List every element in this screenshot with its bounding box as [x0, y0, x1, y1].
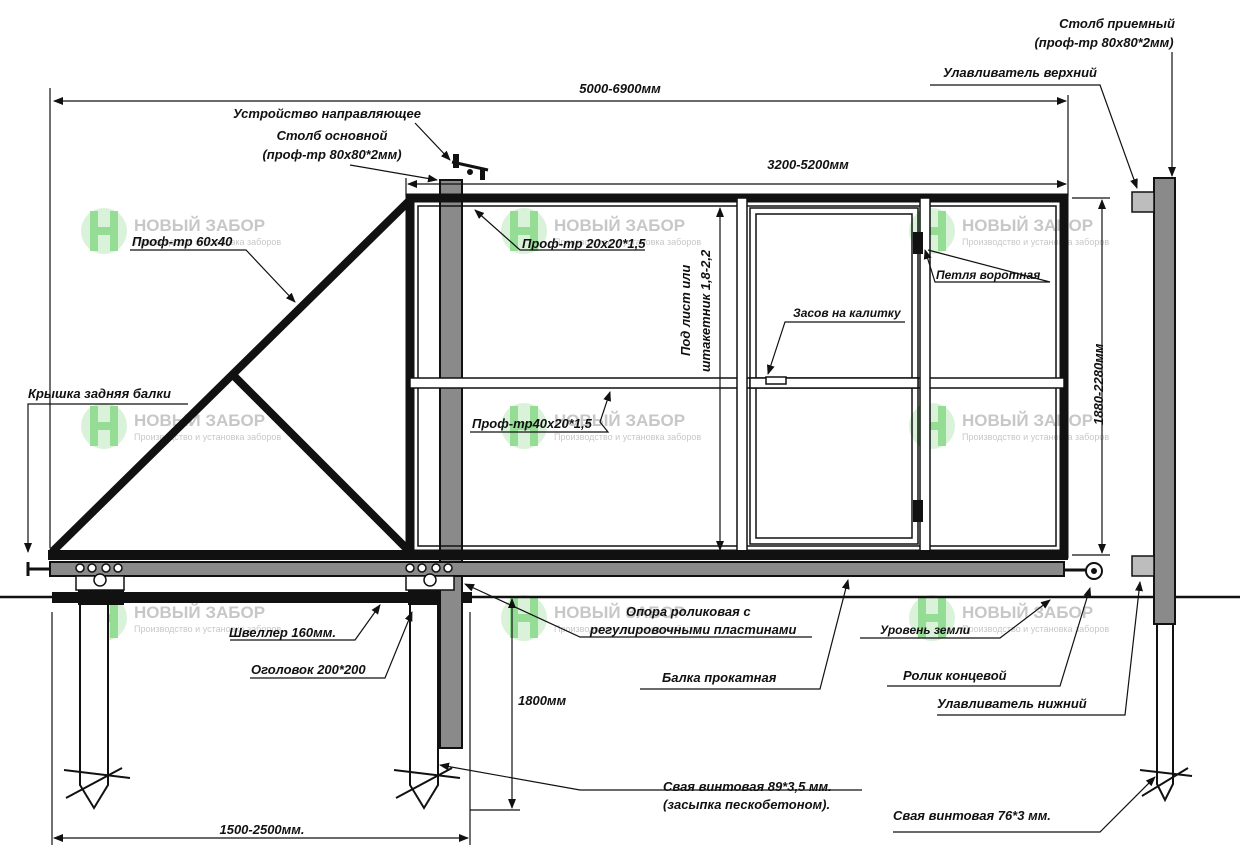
pile-right [1139, 623, 1193, 803]
label-gate-height: 1880-2280мм [1091, 343, 1106, 425]
label-pile-receiving: Свая винтовая 76*3 мм. [893, 808, 1051, 823]
label-roller-support: Опора роликовая с [626, 604, 751, 619]
watermark-title: НОВЫЙ ЗАБОР [554, 603, 685, 622]
label-end-roller: Ролик концевой [903, 668, 1007, 683]
watermark-logo: НОВЫЙ ЗАБОР Производство и установка забо… [501, 403, 701, 449]
hinge-top [913, 232, 923, 254]
label-rolled-beam: Балка прокатная [662, 670, 777, 685]
label-profile-20x20: Проф-тр 20х20*1,5 [522, 236, 646, 251]
label-profile-40x20: Проф-тр40х20*1,5 [472, 416, 593, 431]
watermark-logo: НОВЫЙ ЗАБОР Производство и установка забо… [909, 595, 1109, 641]
pile-left-1 [63, 601, 131, 810]
label-pile-main: Свая винтовая 89*3,5 мм. [663, 779, 832, 794]
watermark-title: НОВЫЙ ЗАБОР [962, 603, 1093, 622]
watermark-subtitle: Производство и установка заборов [134, 237, 281, 247]
end-roller [1064, 562, 1103, 580]
label-top-catcher: Улавливатель верхний [943, 65, 1097, 80]
watermark-logo: НОВЫЙ ЗАБОР Производство и установка забо… [501, 208, 701, 254]
label-head-plate: Оголовок 200*200 [251, 662, 366, 677]
watermark-logo: НОВЫЙ ЗАБОР Производство и установка забо… [81, 403, 281, 449]
label-sheet-line2: штакетник 1,8-2,2 [698, 249, 713, 372]
label-profile-60x40: Проф-тр 60х40 [132, 234, 233, 249]
watermark-title: НОВЫЙ ЗАБОР [962, 411, 1093, 430]
head-plate-left [78, 590, 124, 605]
label-guide-device: Устройство направляющее [233, 106, 421, 121]
label-rear-beam-cap: Крышка задняя балки [28, 386, 171, 401]
label-channel: Швеллер 160мм. [229, 625, 336, 640]
watermark-title: НОВЫЙ ЗАБОР [134, 603, 265, 622]
label-counterweight-width: 1500-2500мм. [219, 822, 304, 837]
rolled-beam [49, 561, 1065, 577]
watermark-logo: НОВЫЙ ЗАБОР Производство и установка забо… [909, 403, 1109, 449]
label-depth: 1800мм [518, 693, 567, 708]
label-receiving-post: Столб приемный [1059, 16, 1175, 31]
watermark-title: НОВЫЙ ЗАБОР [134, 216, 265, 235]
watermark-title: НОВЫЙ ЗАБОР [554, 216, 685, 235]
watermark-logo: НОВЫЙ ЗАБОР Производство и установка забо… [81, 208, 281, 254]
label-pile-main-2: (засыпка пескобетоном). [663, 797, 830, 812]
roller-support-left [75, 563, 125, 591]
inner-brace [231, 373, 413, 555]
guide-device [451, 154, 489, 180]
label-sheet-line1: Под лист или [678, 265, 693, 356]
bottom-catcher [1131, 555, 1155, 577]
watermark-subtitle: Производство и установка заборов [962, 624, 1109, 634]
receiving-post [1153, 177, 1176, 625]
channel-beam [52, 592, 472, 603]
hinge-bottom [913, 500, 923, 522]
top-catcher [1131, 191, 1155, 213]
watermark-title: НОВЫЙ ЗАБОР [962, 216, 1093, 235]
label-gate-width: 3200-5200мм [767, 157, 849, 172]
label-ground-level: Уровень земли [880, 623, 971, 637]
bottom-rail [48, 550, 1068, 560]
watermark-subtitle: Производство и установка заборов [554, 432, 701, 442]
label-receiving-post-spec: (проф-тр 80х80*2мм) [1034, 35, 1173, 50]
label-main-post-spec: (проф-тр 80х80*2мм) [262, 147, 401, 162]
watermark-subtitle: Производство и установка заборов [134, 432, 281, 442]
watermark-subtitle: Производство и установка заборов [554, 624, 701, 634]
label-bottom-catcher: Улавливатель нижний [937, 696, 1087, 711]
label-overall-width: 5000-6900мм [579, 81, 661, 96]
watermark-logo: НОВЫЙ ЗАБОР Производство и установка забо… [909, 208, 1109, 254]
label-main-post: Столб основной [277, 128, 388, 143]
watermark-title: НОВЫЙ ЗАБОР [134, 411, 265, 430]
watermark-subtitle: Производство и установка заборов [962, 432, 1109, 442]
label-roller-support-2: регулировочными пластинами [589, 622, 796, 637]
watermark-title: НОВЫЙ ЗАБОР [554, 411, 685, 430]
main-post [439, 179, 463, 749]
label-wicket-latch: Засов на калитку [793, 306, 902, 320]
roller-support-right [405, 563, 455, 591]
wicket-frame [749, 207, 919, 545]
watermark-subtitle: Производство и установка заборов [962, 237, 1109, 247]
label-gate-hinge: Петля воротная [936, 268, 1040, 282]
wicket-latch [765, 376, 787, 385]
watermark-subtitle: Производство и установка заборов [134, 624, 281, 634]
diagonal-brace [49, 197, 413, 555]
watermark-subtitle: Производство и установка заборов [554, 237, 701, 247]
